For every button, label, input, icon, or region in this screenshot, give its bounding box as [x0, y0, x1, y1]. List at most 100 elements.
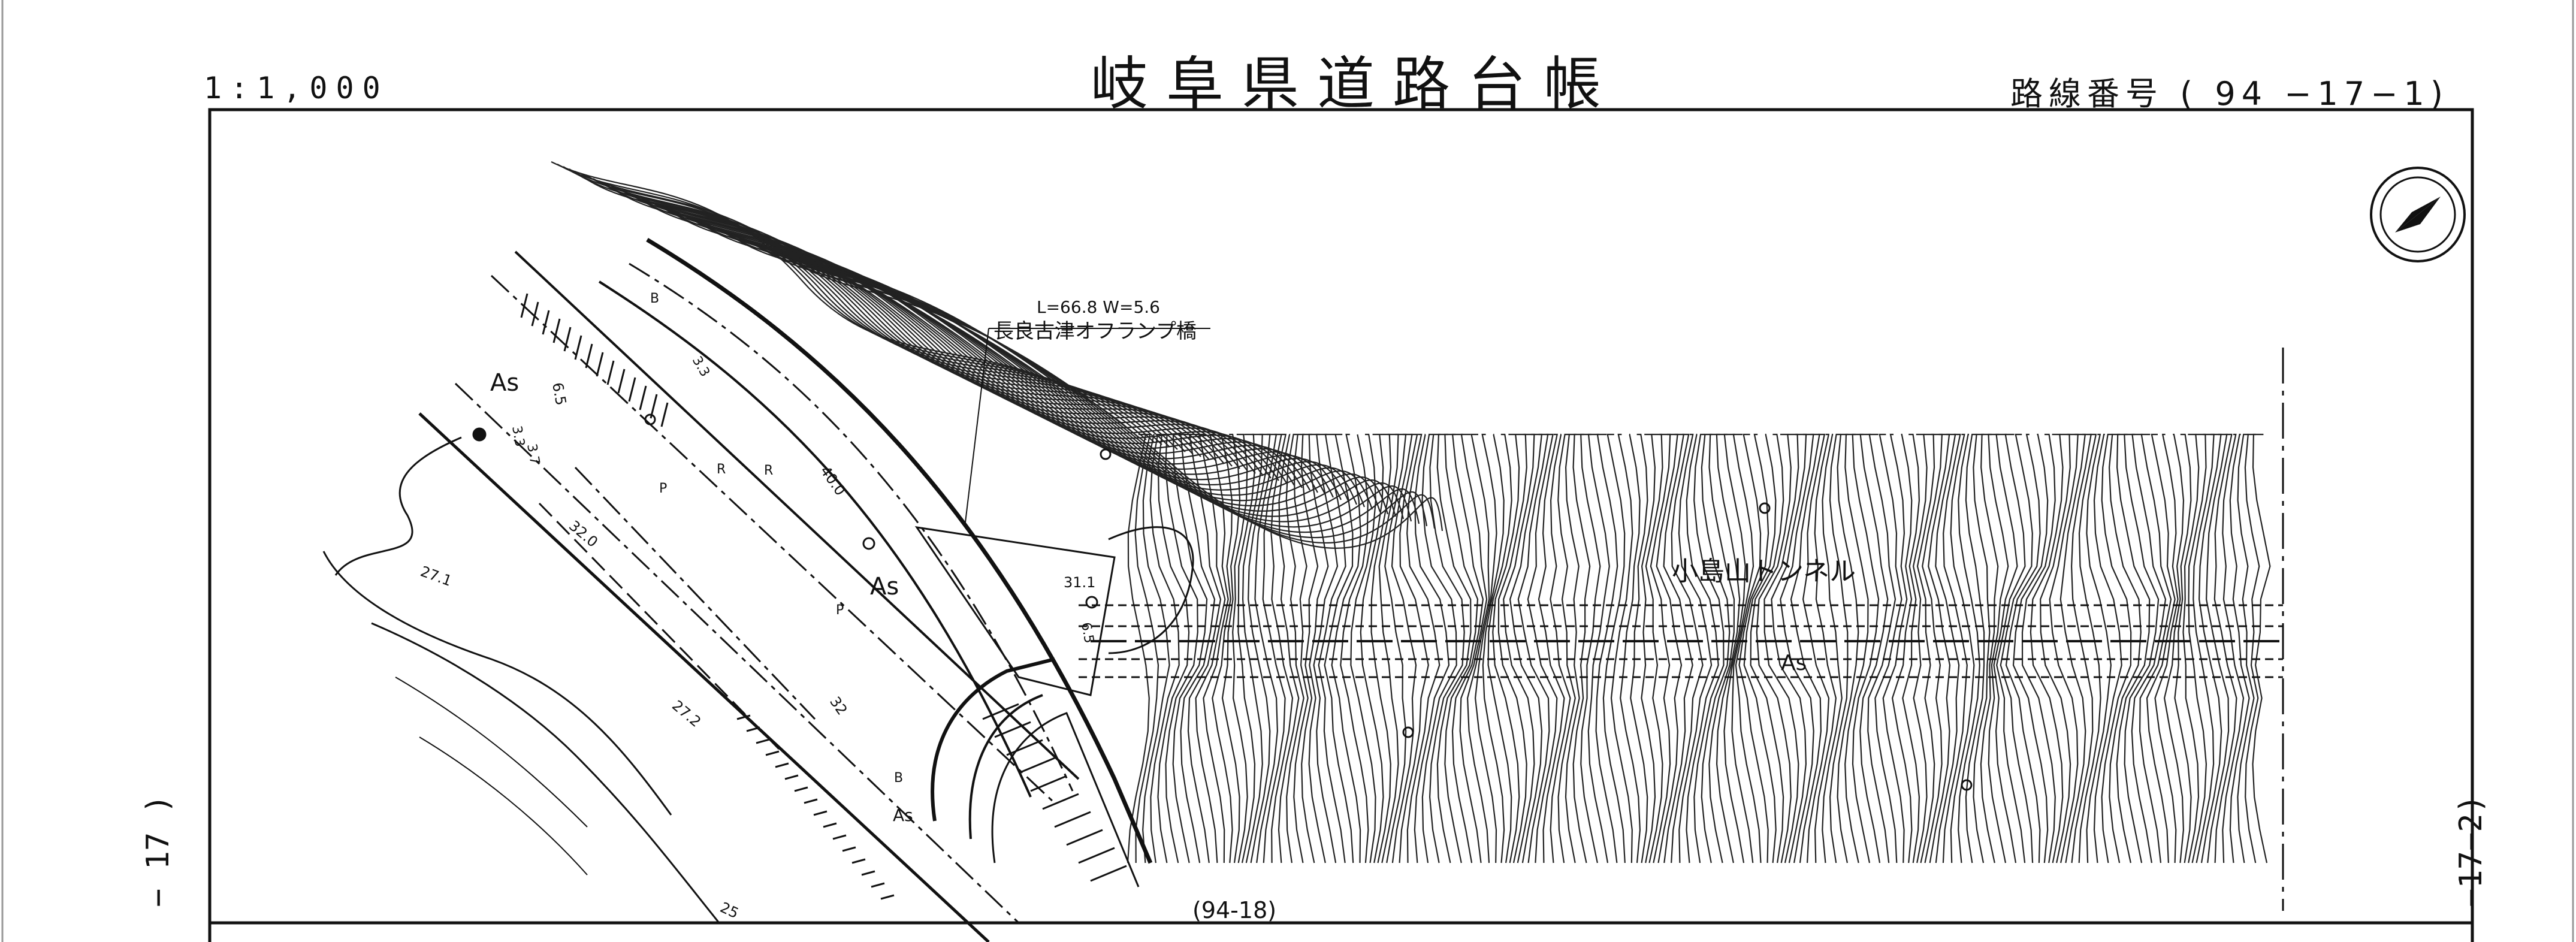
wall-tick: [1054, 811, 1091, 828]
wall-tick: [861, 870, 875, 876]
contour-line: [1538, 433, 1565, 864]
contour-line: [2124, 433, 2160, 864]
contour-line: [1503, 433, 1535, 864]
contour-line: [2030, 433, 2064, 864]
contour-line: [647, 200, 1264, 476]
pavement-label-4: As: [893, 805, 913, 825]
contour-line: [2078, 433, 2101, 864]
mark-2: 3.3: [509, 425, 527, 448]
contour-line: [2174, 433, 2192, 864]
contour-line: [706, 224, 1342, 500]
contour-line: [2229, 433, 2250, 864]
contour-line: [772, 250, 1428, 539]
contour-line: [1248, 433, 1271, 864]
contour-line: [1414, 433, 1450, 864]
contour-line: [2213, 433, 2237, 864]
wall-tick: [552, 318, 561, 343]
contour-line: [1738, 433, 1769, 864]
contour-line: [1610, 433, 1633, 864]
contour-line: [1716, 433, 1741, 864]
contour-line: [1867, 433, 1896, 864]
contour-line: [1399, 433, 1429, 864]
adjacent-sheet-ref: (94-18): [1192, 897, 1276, 923]
contour-line: [2012, 433, 2049, 864]
contour-line: [1912, 433, 1928, 864]
wall-tick: [520, 293, 529, 318]
contour-line: [1756, 433, 1792, 864]
wall-tick: [1066, 829, 1103, 846]
contour-line: [1254, 433, 1279, 864]
contour-line: [1459, 433, 1488, 864]
contour-line: [1557, 433, 1576, 864]
contour-line: [1780, 433, 1814, 864]
contour-line: [1492, 433, 1520, 864]
contour-line: [682, 214, 1310, 491]
contour-line: [1814, 433, 1837, 864]
contour-line: [1157, 433, 1190, 864]
contour-line: [1497, 433, 1527, 864]
contour-line: [2086, 433, 2112, 864]
contour-line: [1973, 433, 1991, 864]
contour-line: [1293, 433, 1309, 864]
contour-line: [1444, 433, 1479, 864]
bridge-dimensions: L=66.8 W=5.6: [1037, 297, 1160, 317]
contour-line: [2049, 433, 2079, 864]
contour-line: [1859, 433, 1889, 864]
contour-line: [1735, 433, 1762, 864]
wall-tick: [746, 726, 760, 732]
contour-line: [617, 188, 1225, 464]
contour-line: [671, 209, 1295, 486]
contour-line: [1620, 433, 1641, 864]
contour-line: [1935, 433, 1960, 864]
contour-line: [778, 252, 1436, 544]
wall-tick: [1042, 793, 1079, 810]
contour-line: [1550, 433, 1571, 864]
wall-tick: [606, 360, 615, 385]
retaining-wall-ticks: [520, 293, 1127, 900]
wall-tick: [736, 714, 751, 720]
wall-tick: [585, 343, 593, 369]
contour-line: [1527, 433, 1558, 864]
wall-tick: [982, 703, 1019, 720]
contour-line: [1384, 433, 1407, 864]
contour-line: [1671, 433, 1704, 864]
mark-8: B: [650, 291, 659, 306]
wall-tick: [531, 301, 539, 327]
contour-line: [736, 236, 1381, 512]
contour-line: [2005, 433, 2041, 864]
mark-5: 6.5: [1078, 621, 1097, 645]
contour-line: [2146, 433, 2176, 864]
wall-tick: [784, 774, 799, 780]
contour-line: [1928, 433, 1951, 864]
contour-line: [1565, 433, 1580, 864]
wall-tick: [842, 846, 856, 852]
north-arrow-icon: [2370, 167, 2466, 262]
contour-line: [1164, 433, 1198, 864]
contour-line: [2059, 433, 2086, 864]
wall-tick: [994, 721, 1031, 738]
wall-tick: [871, 882, 885, 888]
contour-line: [1436, 433, 1472, 864]
contour-line: [784, 255, 1443, 549]
wall-tick: [1078, 847, 1115, 864]
contour-line: [653, 202, 1272, 479]
contour-line: [1802, 433, 1830, 864]
wall-tick: [596, 352, 604, 377]
contour-line: [1232, 433, 1248, 864]
contour-line: [1708, 433, 1735, 864]
wall-tick: [628, 377, 636, 402]
contour-line: [1663, 433, 1693, 864]
contour-line: [1212, 433, 1233, 864]
contour-line: [1996, 433, 2026, 864]
map-frame: [208, 108, 2474, 942]
contour-line: [611, 185, 1217, 462]
contour-line: [766, 247, 1420, 533]
contour-line: [700, 221, 1334, 498]
contour-line: [1771, 433, 1807, 864]
contour-line: [2244, 433, 2260, 864]
contour-line: [1837, 433, 1859, 864]
contour-line: [1595, 433, 1618, 864]
contour-line: [587, 176, 1186, 452]
contour-line: [1134, 433, 1159, 864]
contour-line: [1891, 433, 1913, 864]
